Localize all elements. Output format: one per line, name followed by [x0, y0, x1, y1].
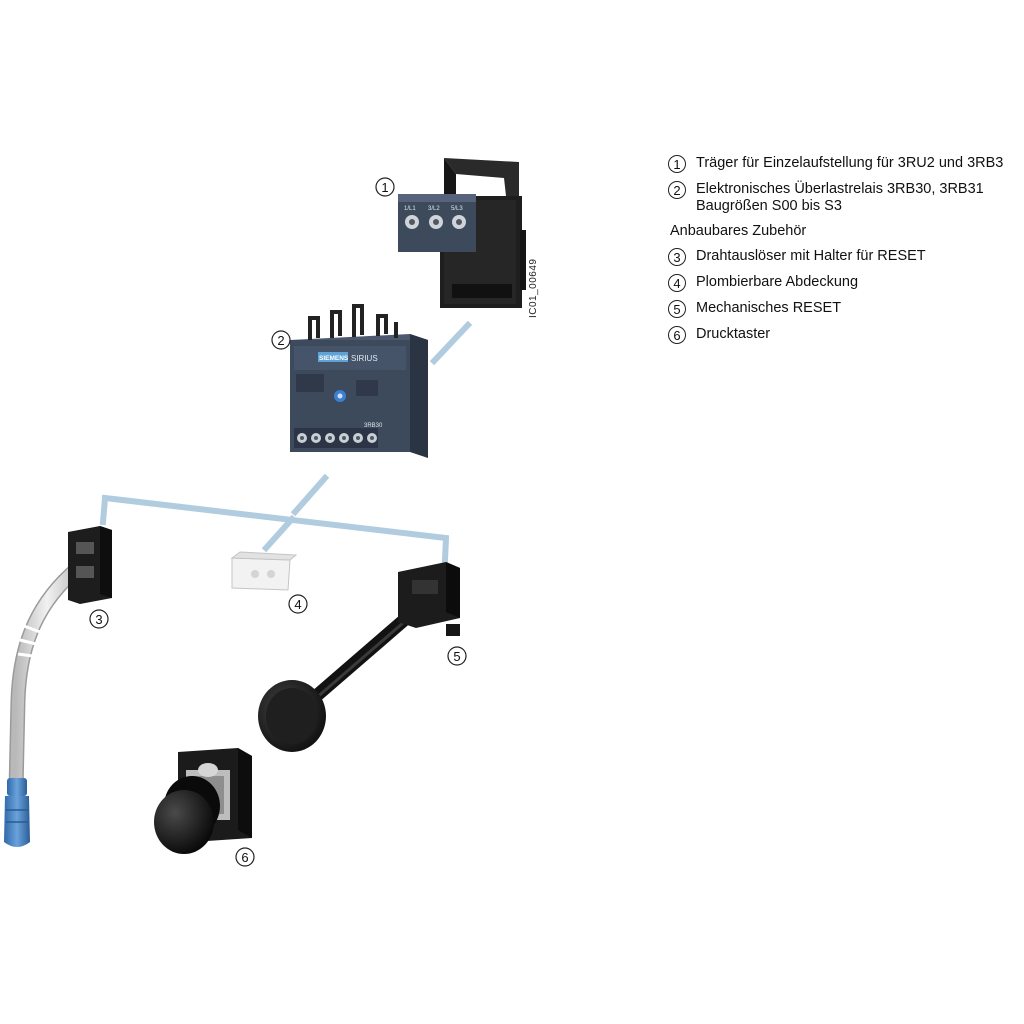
legend-item-1: 1 Träger für Einzelaufstellung für 3RU2 … — [668, 155, 1018, 173]
callout-4: 4 — [288, 594, 308, 614]
push-button-part-6 — [154, 748, 252, 854]
legend-number: 5 — [668, 300, 686, 318]
carrier-part-1: 1/L1 3/L2 5/L3 — [398, 158, 526, 308]
legend-text: Elektronisches Überlastrelais 3RB30, 3RB… — [696, 181, 984, 214]
callout-number: 5 — [453, 649, 460, 664]
series-label: SIRIUS — [351, 354, 378, 363]
overload-relay-part-2: SIEMENS SIRIUS 3RB30 — [290, 304, 428, 458]
terminal-label: 5/L3 — [451, 206, 463, 212]
callout-2: 2 — [271, 330, 291, 350]
callout-number: 6 — [241, 850, 248, 865]
mechanical-reset-part-5 — [258, 562, 460, 752]
callout-number: 2 — [277, 333, 284, 348]
legend-number: 4 — [668, 274, 686, 292]
callout-number: 3 — [95, 612, 102, 627]
legend-number: 3 — [668, 248, 686, 266]
callout-number: 4 — [294, 597, 301, 612]
sealable-cover-part-4 — [230, 551, 298, 591]
legend-item-6: 6 Drucktaster — [668, 326, 1018, 344]
terminal-label: 3/L2 — [428, 206, 440, 212]
legend-item-4: 4 Plombierbare Abdeckung — [668, 274, 1018, 292]
brand-label: SIEMENS — [319, 355, 349, 362]
legend-text: Drucktaster — [696, 326, 771, 342]
legend-number: 2 — [668, 181, 686, 199]
callout-5: 5 — [447, 646, 467, 666]
legend-item-2: 2 Elektronisches Überlastrelais 3RB30, 3… — [668, 181, 1018, 215]
callout-6: 6 — [235, 847, 255, 867]
model-label: 3RB30 — [364, 423, 383, 429]
callout-number: 1 — [381, 180, 388, 195]
legend-number: 1 — [668, 155, 686, 173]
terminal-label: 1/L1 — [404, 206, 416, 212]
drawing-code: IC01_00649 — [528, 258, 539, 319]
legend-text: Mechanisches RESET — [696, 300, 842, 316]
legend-item-3: 3 Drahtauslöser mit Halter für RESET — [668, 248, 1018, 266]
legend-item-5: 5 Mechanisches RESET — [668, 300, 1018, 318]
guide-lines — [99, 320, 473, 564]
callout-1: 1 — [375, 177, 395, 197]
accessories-heading: Anbaubares Zubehör — [670, 223, 807, 239]
legend: 1 Träger für Einzelaufstellung für 3RU2 … — [668, 155, 1018, 352]
wire-release-part-3 — [4, 526, 112, 847]
legend-text: Drahtauslöser mit Halter für RESET — [696, 248, 926, 264]
legend-text: Träger für Einzelaufstellung für 3RU2 un… — [696, 155, 1004, 171]
callout-3: 3 — [89, 609, 109, 629]
legend-text: Plombierbare Abdeckung — [696, 274, 859, 290]
legend-number: 6 — [668, 326, 686, 344]
